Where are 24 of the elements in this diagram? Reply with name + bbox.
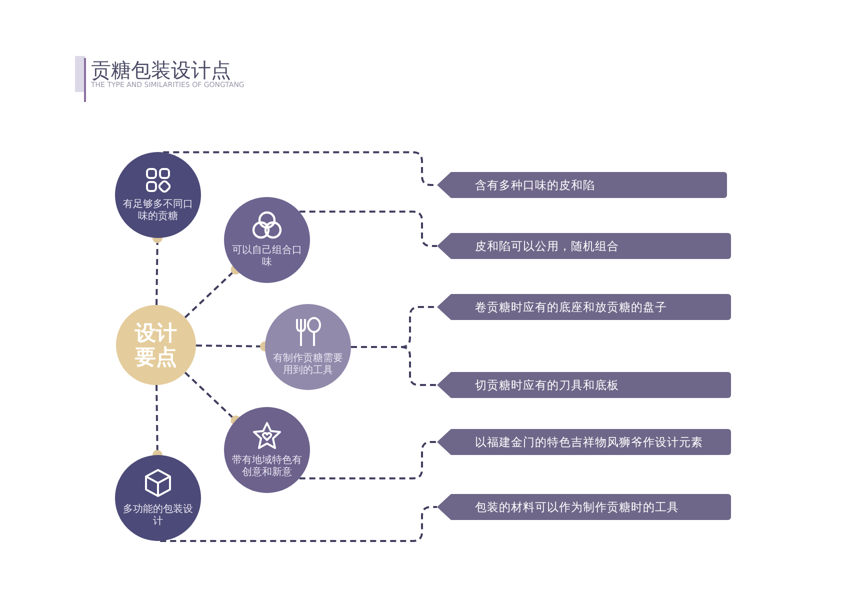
dashed-connector xyxy=(351,346,437,386)
node-text: 设计要点 xyxy=(134,320,178,370)
node-text: 包装的材料可以作为制作贡糖时的工具 xyxy=(475,500,679,514)
point-tag xyxy=(437,494,731,520)
point-tag xyxy=(437,172,727,198)
dashed-connector xyxy=(160,506,437,542)
dashed-connector xyxy=(184,372,241,426)
node-text: 多功能的包装设计 xyxy=(122,504,194,528)
node-text: 带有地域特色有创意和新意 xyxy=(231,454,303,480)
point-tag xyxy=(437,233,731,259)
node-text: 皮和陷可以公用，随机组合 xyxy=(475,238,619,254)
point-tag xyxy=(437,429,731,455)
node-text: 卷贡糖时应有的底座和放贡糖的盘子 xyxy=(475,300,667,314)
point-tag xyxy=(437,294,731,320)
node-text: 含有多种口味的皮和陷 xyxy=(475,178,595,192)
node-text: 以福建金门的特色吉祥物风狮爷作设计元素 xyxy=(475,434,703,450)
point-tag xyxy=(437,372,731,398)
dashed-connector xyxy=(299,210,437,247)
node-text: 有足够多不同口味的贡糖 xyxy=(122,198,194,224)
title: 贡糖包装设计点 xyxy=(91,57,231,82)
dashed-connector xyxy=(184,264,241,318)
node-text: 有制作贡糖需要用到的工具 xyxy=(272,352,344,378)
node-text: 可以自己组合口味 xyxy=(231,244,303,270)
node-text: 切贡糖时应有的刀具和底板 xyxy=(475,378,619,392)
